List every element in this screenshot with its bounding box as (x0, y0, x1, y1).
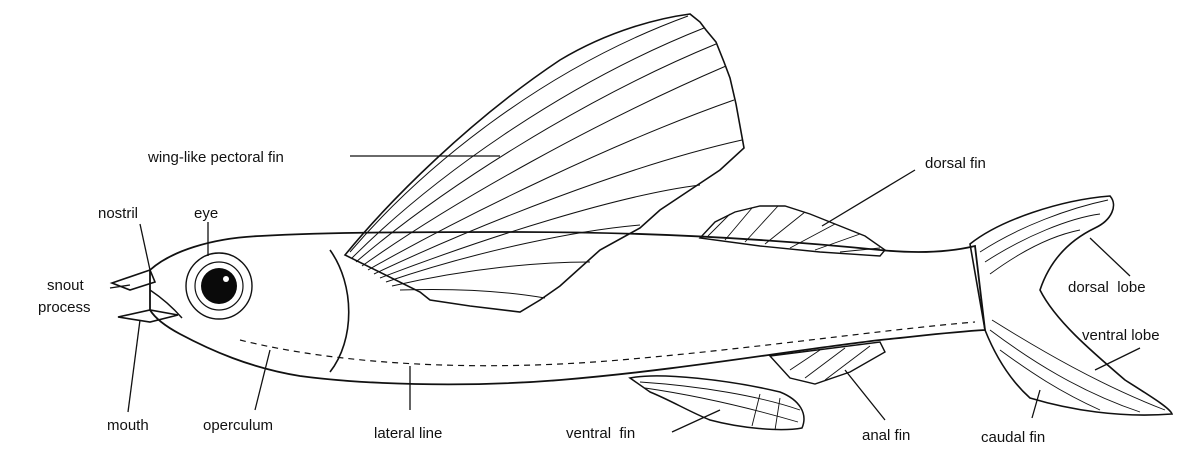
label-ventral-lobe: ventral lobe (1082, 327, 1160, 344)
label-dorsal-lobe: dorsal lobe (1068, 279, 1146, 296)
label-ventral-fin: ventral fin (566, 425, 635, 442)
ventral-fin-shape (630, 376, 804, 430)
label-pectoral-fin: wing-like pectoral fin (147, 149, 284, 166)
label-process: process (38, 299, 91, 316)
leader-dorsal-fin (822, 170, 915, 226)
pectoral-fin-shape (345, 14, 744, 312)
leader-operculum (255, 350, 270, 410)
leader-dorsal-lobe (1090, 238, 1130, 276)
label-nostril: nostril (98, 205, 138, 222)
leader-mouth (128, 320, 140, 412)
leader-caudal-fin (1032, 390, 1040, 418)
leader-nostril (140, 224, 150, 270)
caudal-fin-shape (970, 196, 1172, 415)
label-dorsal-fin: dorsal fin (925, 155, 986, 172)
head (112, 253, 252, 322)
leader-lines (110, 156, 1140, 432)
label-eye: eye (194, 205, 218, 222)
leader-anal-fin (845, 370, 885, 420)
label-operculum: operculum (203, 417, 273, 434)
label-caudal-fin: caudal fin (981, 429, 1045, 446)
eye-pupil (201, 268, 237, 304)
label-snout: snout (47, 277, 85, 294)
anal-fin-shape (770, 342, 885, 384)
label-lateral-line: lateral line (374, 425, 442, 442)
label-mouth: mouth (107, 417, 149, 434)
label-anal-fin: anal fin (862, 427, 910, 444)
